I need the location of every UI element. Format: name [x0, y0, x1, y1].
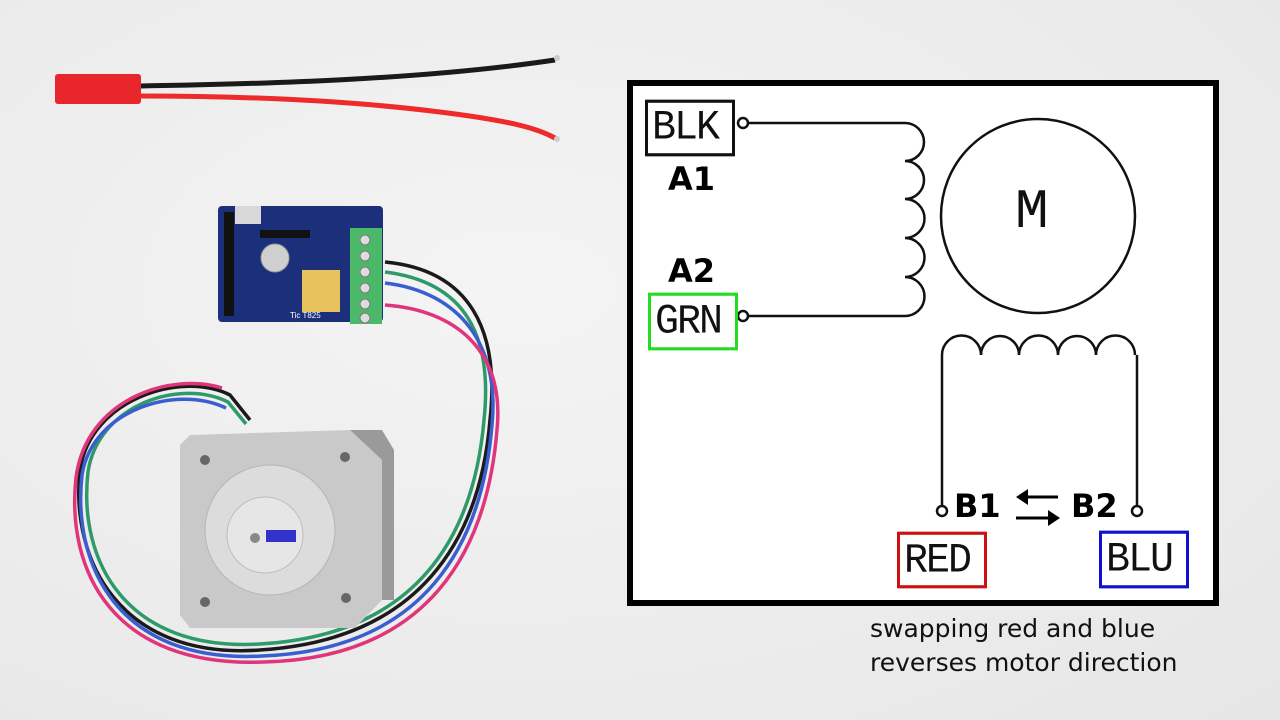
- caption-line-1: swapping red and blue: [870, 614, 1156, 643]
- motor-cable: [73, 260, 500, 664]
- wire-label-blu: BLU: [1099, 530, 1189, 589]
- tic-t825-board: Tic T825: [218, 206, 383, 324]
- wire-label-blk: BLK: [645, 99, 735, 157]
- caption: swapping red and blue reverses motor dir…: [870, 612, 1177, 680]
- wire-label-grn: GRN: [648, 292, 738, 351]
- hardware-photo: Tic T825: [55, 55, 560, 664]
- wire-label-red: RED: [897, 531, 987, 589]
- pin-label-b2: B2: [1071, 487, 1118, 525]
- jst-connector: [55, 74, 141, 104]
- stepper-motor: [180, 430, 394, 628]
- power-cable: [55, 55, 560, 142]
- motor-symbol-label: M: [1015, 180, 1049, 244]
- board-label: Tic T825: [290, 311, 321, 320]
- shaft-marker: [266, 530, 296, 542]
- pin-label-a1: A1: [668, 160, 716, 198]
- pin-label-b1: B1: [954, 487, 1001, 525]
- pin-label-a2: A2: [668, 252, 716, 290]
- caption-line-2: reverses motor direction: [870, 648, 1178, 677]
